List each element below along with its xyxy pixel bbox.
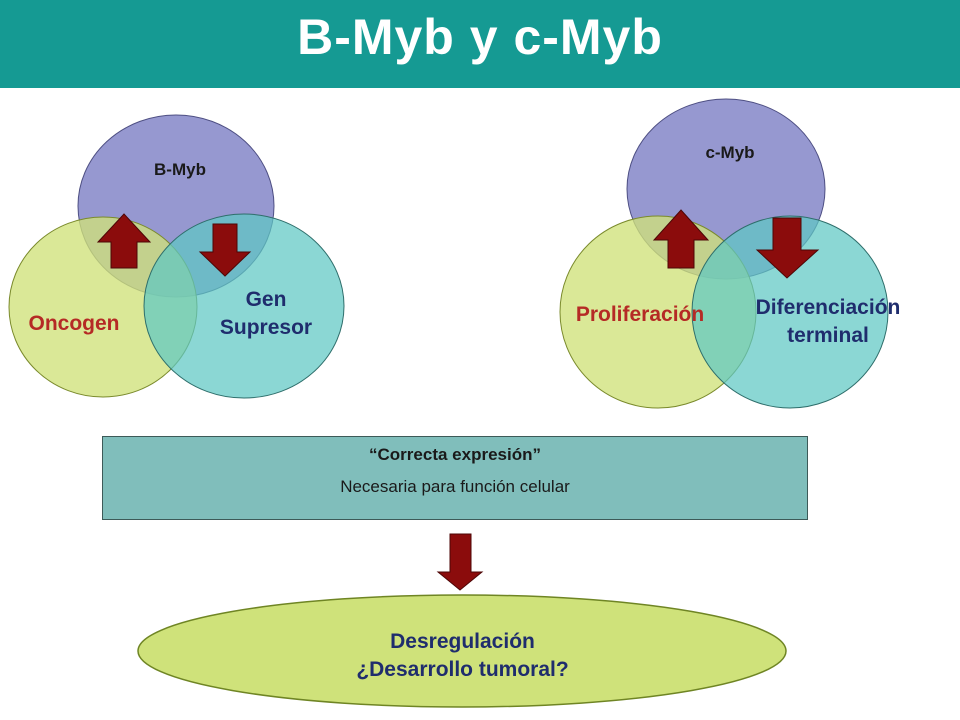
result-line1: Desregulación	[390, 630, 535, 653]
diferenciacion-line2: terminal	[787, 324, 869, 347]
up-arrow-icon	[96, 213, 152, 269]
diferenciacion-label: Diferenciación terminal	[728, 294, 928, 350]
info-box: “Correcta expresión” Necesaria para func…	[102, 436, 808, 520]
gen-supresor-label: Gen Supresor	[196, 286, 336, 342]
proliferacion-label: Proliferación	[575, 303, 705, 326]
result-ellipse	[137, 594, 787, 708]
up-arrow-icon	[652, 209, 710, 269]
result-line2: ¿Desarrollo tumoral?	[356, 658, 569, 681]
down-arrow-icon	[198, 223, 252, 277]
info-box-subtitle: Necesaria para función celular	[340, 477, 570, 496]
diferenciacion-line1: Diferenciación	[755, 296, 901, 319]
right-venn	[559, 98, 889, 409]
slide-title: B-Myb y c-Myb	[297, 9, 663, 65]
b-myb-label: B-Myb	[154, 160, 206, 179]
diferenciacion-circle	[691, 215, 889, 409]
oncogen-label: Oncogen	[28, 312, 120, 335]
title-bar	[0, 0, 960, 88]
down-arrow-icon	[755, 217, 820, 279]
result-text: Desregulación ¿Desarrollo tumoral?	[140, 628, 785, 684]
left-venn	[8, 114, 345, 399]
gen-supresor-line1: Gen	[245, 288, 287, 311]
gen-supresor-circle	[143, 213, 345, 399]
down-arrow-icon	[436, 533, 484, 591]
c-myb-label: c-Myb	[705, 143, 755, 162]
gen-supresor-line2: Supresor	[219, 316, 313, 339]
info-box-title: “Correcta expresión”	[369, 445, 541, 464]
